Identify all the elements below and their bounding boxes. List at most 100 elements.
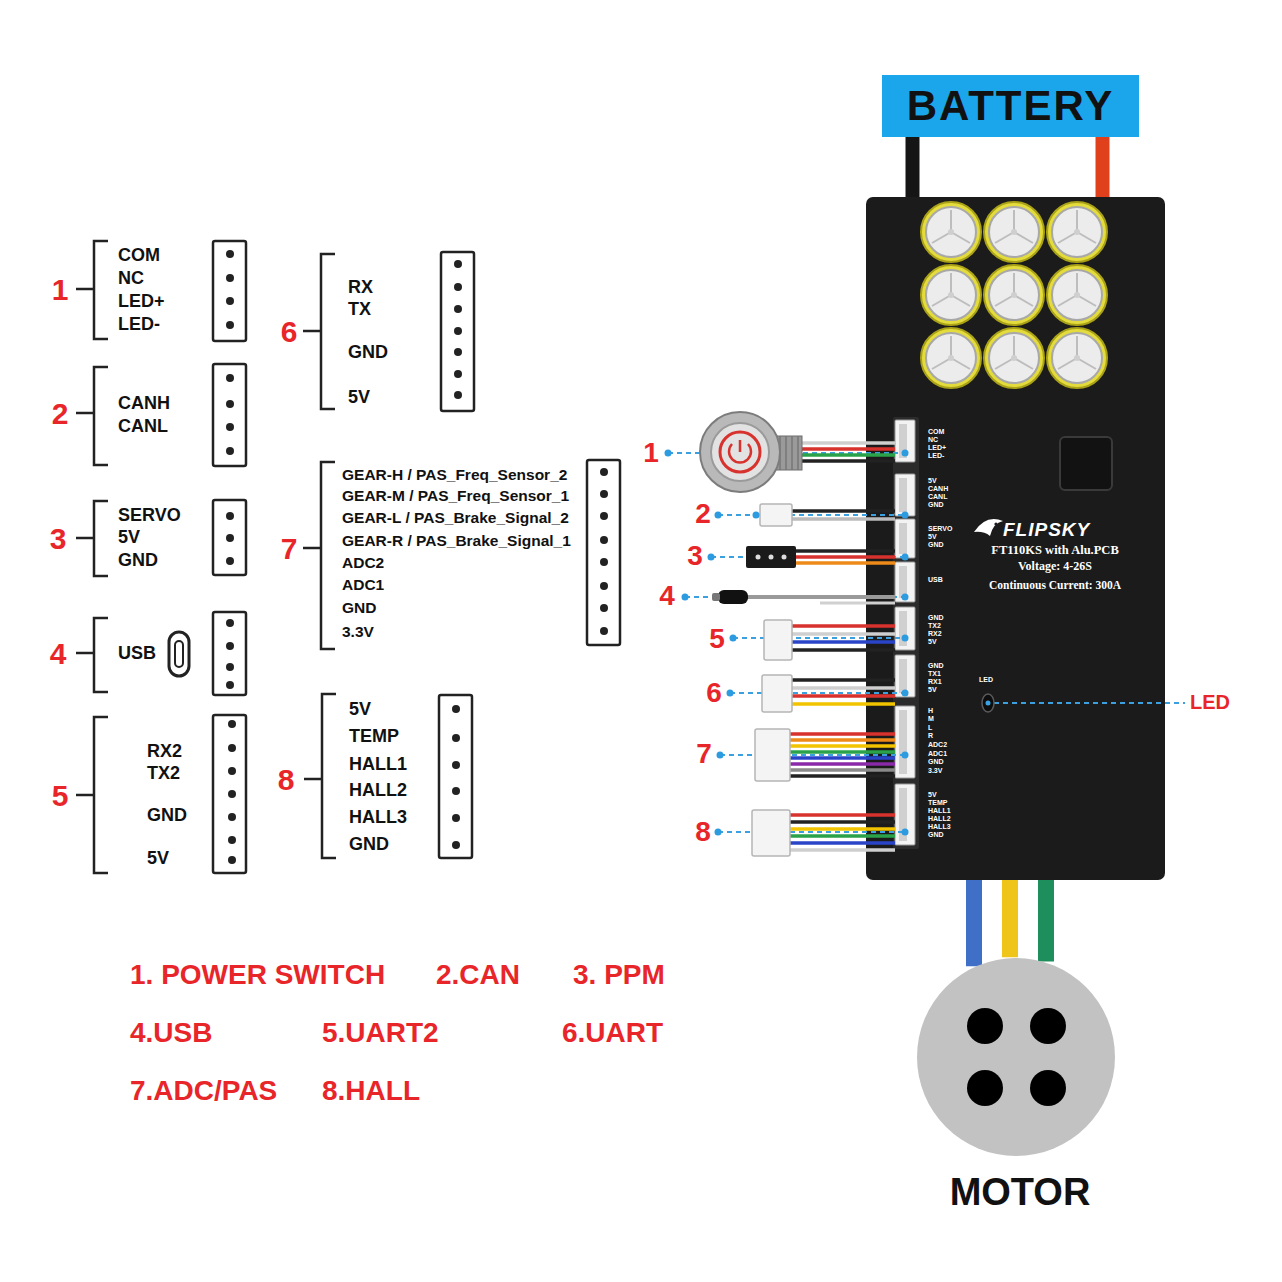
pinout-bracket: [76, 367, 108, 465]
pin-dot: [452, 761, 460, 769]
board-connector-strip: [895, 420, 915, 845]
pinout-bracket: [76, 501, 108, 576]
port-caption: 3. PPM: [573, 960, 665, 991]
board-pin-label: HALL2: [928, 815, 951, 823]
ppm-cable: [796, 549, 895, 553]
capacitor-bank: [921, 328, 981, 388]
motor-circle: MOTOR: [916, 957, 1116, 1157]
pin-name: 5V: [147, 849, 169, 869]
pin-dot: [226, 557, 234, 565]
pin-name: GEAR-R / PAS_Brake_Signal_1: [342, 532, 571, 549]
callout-label: LED: [1190, 691, 1230, 713]
pin-dot: [226, 250, 234, 258]
pin-dot: [600, 490, 608, 498]
ppm-cable: [746, 546, 796, 568]
board-connector-strip: [895, 420, 915, 462]
pin-name: TX2: [147, 764, 180, 784]
pin-name: GND: [147, 806, 187, 826]
board-connector-strip: [893, 417, 919, 849]
pin-dot: [226, 274, 234, 282]
pin-dot: [600, 512, 608, 520]
board-pin-label: HALL1: [928, 807, 951, 815]
board-connector-strip: [899, 710, 907, 774]
adc-pas-cable: [790, 756, 895, 760]
pin-dot: [226, 250, 608, 864]
board-pin-label: GND: [928, 501, 944, 509]
leader-dot: [715, 512, 722, 519]
leader-dot: [902, 752, 909, 759]
pin-dot: [226, 642, 234, 650]
motor-outline: [917, 958, 1115, 1156]
board-connector-strip: [899, 659, 907, 693]
pin-dot: [454, 327, 462, 335]
pin-dot: [454, 305, 462, 313]
pin-name: USB: [118, 644, 156, 664]
board-pin-label: GND: [928, 614, 944, 622]
adc-pas-cable: [790, 744, 895, 748]
uart-cable: [792, 694, 895, 698]
board-led-label: LED: [979, 676, 993, 684]
pin-dot: [454, 391, 462, 399]
ppm-cable: [756, 555, 761, 560]
pin-name: ADC1: [342, 576, 384, 593]
leader-line: [718, 831, 905, 833]
board-connector-strip: [899, 523, 907, 554]
motor-phase-wires: [974, 880, 1046, 966]
status-led: [994, 702, 1185, 704]
callout-number: 1: [52, 273, 69, 306]
pin-name: CANH: [118, 394, 170, 414]
leader-dot: [727, 690, 734, 697]
leader-dot: [708, 554, 715, 561]
board-pin-label: SERVO: [928, 525, 952, 533]
board-pin-label: H: [928, 707, 933, 715]
board-pin-label: RX1: [928, 678, 942, 686]
board-pin-label: 3.3V: [928, 767, 942, 775]
power-switch-cable: [800, 453, 895, 457]
pin-dot: [452, 814, 460, 822]
pin-dot: [226, 400, 234, 408]
board-pin-label: TX1: [928, 670, 941, 678]
pin-dot: [228, 720, 236, 728]
adc-pas-cable: [755, 729, 895, 781]
adc-pas-cable: [790, 762, 895, 766]
pin-dot: [228, 856, 236, 864]
leader-line: [720, 754, 905, 756]
board-pin-label: ADC1: [928, 750, 947, 758]
pin-name: TX: [348, 300, 371, 320]
power-switch-cable: [711, 423, 769, 481]
leader-dot: [902, 450, 909, 457]
pin-name: 5V: [118, 528, 140, 548]
pin-dot: [226, 374, 234, 382]
board-pin-label: 5V: [928, 791, 937, 799]
pin-dot: [226, 423, 234, 431]
pin-name: COM: [118, 246, 160, 266]
uart2-cable: [792, 624, 895, 628]
leader-line: [733, 637, 905, 639]
pin-name: HALL3: [349, 808, 407, 828]
pin-dot: [454, 283, 462, 291]
pin-name: SERVO: [118, 506, 181, 526]
callout-number: 2: [695, 499, 711, 530]
hall-cable: [790, 848, 895, 852]
power-switch-cable: [800, 447, 895, 451]
adc-pas-cable: [790, 750, 895, 754]
callout-number: 6: [706, 678, 722, 709]
ppm-cable: [796, 561, 895, 565]
board-pin-label: LED-: [928, 452, 944, 460]
can-cable: [753, 512, 760, 519]
battery-cables: [913, 137, 1103, 197]
pin-name: HALL2: [349, 781, 407, 801]
leader-dot: [682, 594, 689, 601]
capacitor-bank: [1047, 328, 1107, 388]
logo-swoosh: [974, 519, 1003, 536]
leader-line: [730, 692, 905, 694]
pin-dot: [226, 619, 234, 627]
power-switch-cable: [800, 443, 895, 461]
pin-name: LED-: [118, 315, 160, 335]
leader-dot: [730, 635, 737, 642]
power-switch-cable: [800, 459, 895, 463]
board-pin-label: GND: [928, 758, 944, 766]
board-pin-label: GND: [928, 541, 944, 549]
pin-dot: [228, 813, 236, 821]
leader-dot: [902, 829, 909, 836]
